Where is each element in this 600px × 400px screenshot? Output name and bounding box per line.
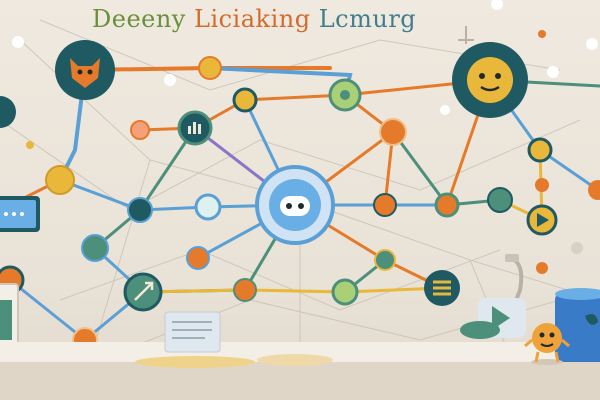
desk-lamp [503,254,524,331]
title-part-1: Deeeny [92,5,186,33]
node-green-mid [374,249,396,271]
chart-node [177,110,213,146]
play-node [526,204,558,236]
document-stack [135,311,333,368]
sparkle [458,26,474,44]
node-green [232,87,258,113]
node-edge-right [588,180,600,200]
link [141,286,444,294]
link [208,66,353,97]
fox-node [55,40,115,100]
node-yellow [198,56,222,80]
arrow-node [123,272,163,312]
node-red [373,193,397,217]
desk-shadow [0,362,600,400]
node-dark-small [127,197,153,223]
orange-robot-character [524,323,570,365]
node-orange-mid [186,246,210,270]
title-part-2: Liciaking [185,5,311,33]
menu-node [424,270,460,306]
node-teal [81,234,109,262]
link [8,278,87,342]
node-yellow-left [45,165,75,195]
desk-surface [0,342,600,362]
link [93,126,197,250]
node-green-right [487,187,513,213]
robot-node [255,165,335,245]
play-icon [537,213,549,227]
node-orange-low [233,278,257,302]
left-monitor [0,196,40,232]
node-light [194,193,222,221]
fox-face-icon [70,58,100,88]
node-small [130,120,150,140]
plant-base [460,321,500,339]
robot-face-icon [280,196,310,216]
node-edge-topleft [0,96,16,128]
node-orange-right [434,192,460,218]
link [58,178,297,212]
node-dot-right [535,178,549,192]
node-orange [379,118,407,146]
illustration-title: Deeeny Liciaking Lcmurg [92,2,452,36]
smiley-node [452,42,528,118]
blue-jar [555,288,600,362]
smiley-face-icon [479,73,501,92]
chart-bars-icon [188,122,201,134]
arrow-icon [134,281,154,301]
title-part-3: Lcmurg [310,5,417,33]
node-ring-right [527,137,553,163]
node-center-dot [340,90,350,100]
menu-lines-icon [433,280,451,296]
node-green-low [331,278,359,306]
